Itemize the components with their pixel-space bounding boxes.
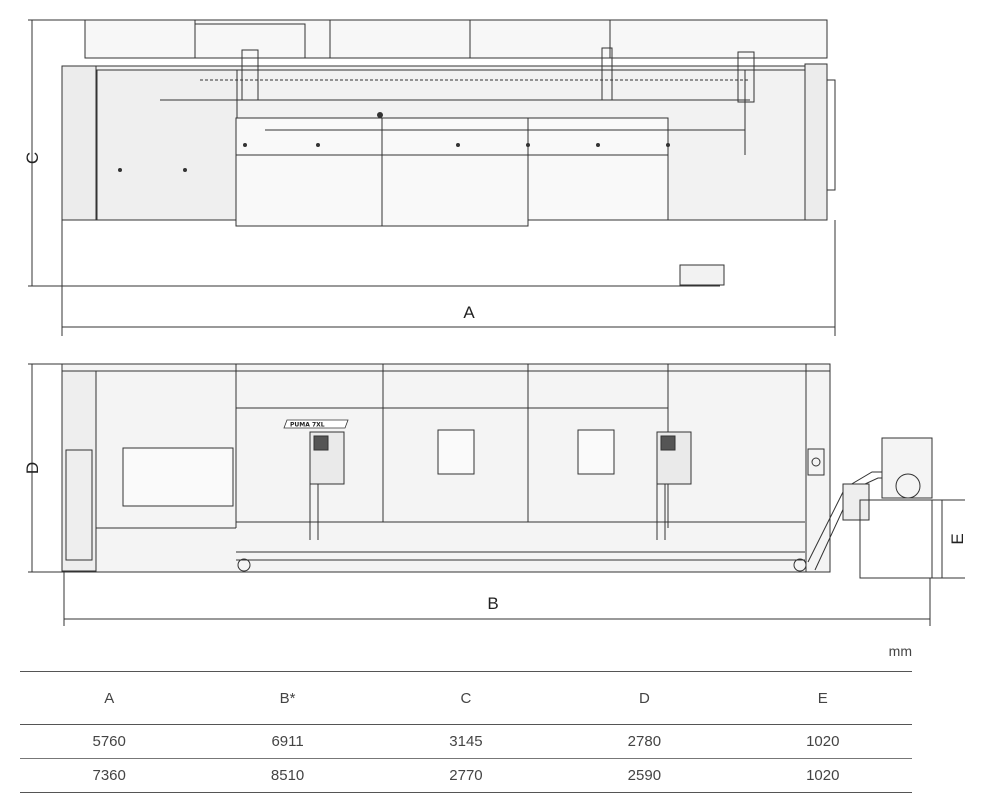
dimension-label-c: C [23, 152, 42, 164]
top-view [28, 19, 836, 336]
dimension-table: A B* C D E 5760 6911 3145 2780 1020 7360… [20, 671, 912, 793]
brand-badge: PUMA 7XL [283, 419, 349, 429]
column-header: B* [198, 671, 377, 725]
unit-label: mm [888, 643, 912, 659]
table-cell: 1020 [733, 724, 912, 759]
dimension-label-d: D [23, 462, 42, 474]
table-cell: 1020 [733, 758, 912, 793]
dimension-label-b: B [487, 594, 498, 613]
front-view [28, 363, 965, 626]
table-cell: 2780 [555, 724, 734, 759]
table-cell: 6911 [198, 724, 377, 759]
table-cell: 2590 [555, 758, 734, 793]
table-row: 7360 8510 2770 2590 1020 [20, 758, 912, 793]
table-row: 5760 6911 3145 2780 1020 [20, 724, 912, 759]
table-cell: 3145 [376, 724, 556, 759]
column-header: D [555, 671, 734, 725]
table-cell: 8510 [198, 758, 377, 793]
table-cell: 2770 [376, 758, 556, 793]
table-cell: 5760 [20, 724, 199, 759]
dimension-label-e: E [948, 533, 967, 544]
column-header: C [376, 671, 556, 725]
column-header: E [733, 671, 912, 725]
brand-badge-text: PUMA 7XL [290, 422, 325, 429]
machine-drawing: PUMA 7XL C A D B E [23, 19, 967, 626]
table-header-row: A B* C D E [20, 671, 912, 725]
dimension-label-a: A [463, 303, 475, 322]
table-cell: 7360 [20, 758, 199, 793]
column-header: A [20, 671, 199, 725]
